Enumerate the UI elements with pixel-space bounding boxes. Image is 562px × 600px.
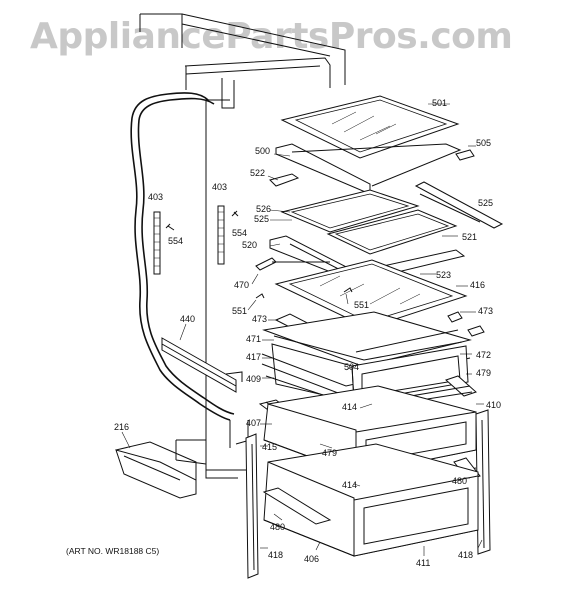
part-labels: 501 505 500 522 525 526 525 521 403 403 … [114, 98, 501, 568]
label-479-upper: 479 [476, 368, 491, 378]
tray-216 [115, 441, 197, 499]
glass-shelf-521 [326, 209, 458, 255]
shelf-support-403-right [217, 205, 239, 265]
clip-505 [455, 149, 475, 161]
glass-shelf-525 [280, 189, 420, 233]
label-520: 520 [242, 240, 257, 250]
clip-473 [447, 311, 485, 337]
label-416: 416 [470, 280, 485, 290]
label-403-right: 403 [212, 182, 227, 192]
rail-525-right [414, 181, 504, 229]
label-521: 521 [462, 232, 477, 242]
label-500: 500 [255, 146, 270, 156]
label-418-right: 418 [458, 550, 473, 560]
pan-cover-471 [262, 311, 472, 367]
cabinet-frame [139, 13, 346, 479]
label-418-left: 418 [268, 550, 283, 560]
label-414-upper: 414 [342, 402, 357, 412]
bracket-470 [255, 257, 330, 271]
label-470: 470 [234, 280, 249, 290]
label-479-lower: 479 [322, 448, 337, 458]
glass-shelf-416 [274, 259, 468, 329]
label-407: 407 [246, 418, 261, 428]
label-415: 415 [262, 442, 277, 452]
bracket-479-upper [445, 375, 477, 397]
label-505: 505 [476, 138, 491, 148]
rail-480-left [262, 487, 332, 525]
label-501: 501 [432, 98, 447, 108]
clip-551 [255, 287, 353, 299]
label-551-center: 551 [354, 300, 369, 310]
label-523: 523 [436, 270, 451, 280]
door-gasket [130, 92, 235, 421]
label-504: 504 [344, 362, 359, 372]
label-525-left: 525 [254, 214, 269, 224]
drawer-lower-2 [263, 443, 479, 557]
rail-522 [269, 173, 300, 187]
label-406: 406 [304, 554, 319, 564]
glass-shelf-501 [280, 95, 460, 159]
label-473-right: 473 [478, 306, 493, 316]
label-440: 440 [180, 314, 195, 324]
label-525-right: 525 [478, 198, 493, 208]
label-522: 522 [250, 168, 265, 178]
label-526: 526 [256, 204, 271, 214]
label-473-left: 473 [252, 314, 267, 324]
rail-418-left [245, 433, 259, 579]
label-471: 471 [246, 334, 261, 344]
watermark: AppliancePartsPros.com [30, 16, 512, 57]
label-411: 411 [416, 558, 430, 568]
shelf-support-403-left [153, 211, 175, 275]
label-410: 410 [486, 400, 501, 410]
label-403-left: 403 [148, 192, 163, 202]
label-554-left: 554 [168, 236, 183, 246]
label-480-right: 480 [452, 476, 467, 486]
label-409: 409 [246, 374, 261, 384]
shelf-frame-500 [275, 143, 462, 195]
label-554-right: 554 [232, 228, 247, 238]
label-551-left: 551 [232, 306, 247, 316]
art-number: (ART NO. WR18188 C5) [66, 546, 159, 556]
label-480-left: 480 [270, 522, 285, 532]
rail-410 [475, 409, 491, 555]
label-216: 216 [114, 422, 129, 432]
label-414-lower: 414 [342, 480, 357, 490]
label-417: 417 [246, 352, 261, 362]
label-472: 472 [476, 350, 491, 360]
leader-lines [121, 103, 484, 556]
crisper-rail-440 [161, 337, 243, 393]
